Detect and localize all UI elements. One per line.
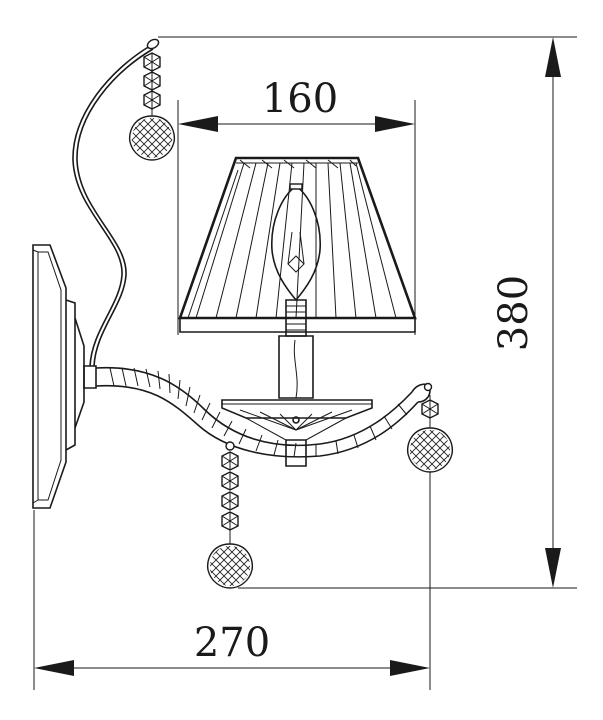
wire-top-ring [146, 38, 160, 50]
arrow-right [390, 660, 430, 676]
arm-twist-hatching [109, 367, 408, 458]
bobeche [221, 399, 373, 441]
lamp-shade [178, 156, 417, 333]
crystal-hook [225, 441, 235, 451]
crystal-strand-right [406, 399, 454, 473]
depth-dimension: 270 [33, 395, 431, 690]
arrow-right [375, 116, 415, 132]
arrow-up [545, 37, 561, 77]
arm-end-ring [423, 382, 433, 392]
sconce-arm [83, 365, 433, 467]
arrow-left [34, 660, 74, 676]
crystal-strand-upper [128, 52, 176, 161]
arrow-down [545, 548, 561, 588]
candle-sleeve [278, 335, 314, 399]
suspension-wire [72, 38, 160, 367]
height-dimension: 380 [158, 36, 577, 589]
shade-pleats [187, 162, 397, 319]
wall-plate [32, 244, 85, 509]
shade-width-label: 160 [262, 76, 338, 122]
shade-width-dimension: 160 [177, 76, 416, 335]
candle-bulb [271, 183, 321, 399]
arm-cup [285, 439, 307, 467]
depth-label: 270 [194, 620, 270, 666]
bulb-tip [289, 183, 303, 190]
crystal-strand-left [206, 441, 254, 589]
arm-collar [83, 365, 97, 389]
arrow-left [178, 116, 218, 132]
height-label: 380 [491, 275, 537, 351]
